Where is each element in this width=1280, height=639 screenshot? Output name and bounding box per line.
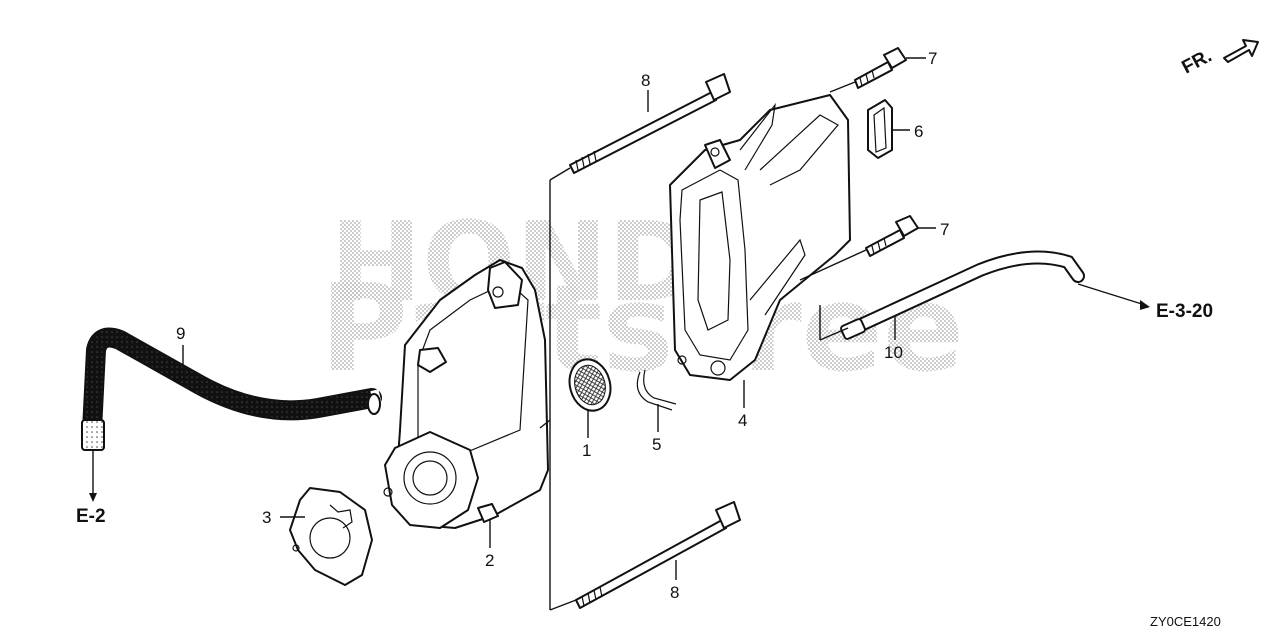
callout-7-upper: 7	[928, 49, 937, 68]
leader-lines	[182, 57, 1150, 611]
air-filter-element-1	[568, 358, 612, 412]
gasket-3	[289, 487, 373, 586]
front-direction-marker: FR.	[1178, 39, 1259, 79]
long-bolt-8-lower	[575, 501, 741, 609]
clip-5	[636, 369, 677, 411]
breather-tube-10	[840, 250, 1085, 340]
diagram-code: ZY0CE1420	[1150, 614, 1221, 629]
bolt-7-lower	[865, 215, 919, 257]
seal-6	[867, 99, 893, 159]
front-label: FR.	[1178, 46, 1215, 79]
callout-10: 10	[884, 343, 903, 362]
callout-3: 3	[262, 508, 271, 527]
ref-e2[interactable]: E-2	[76, 506, 106, 527]
callout-7-lower: 7	[940, 220, 949, 239]
bolt-7-upper	[854, 47, 907, 89]
callout-4: 4	[738, 411, 747, 430]
callout-8-lower: 8	[670, 583, 679, 602]
callout-5: 5	[652, 435, 661, 454]
air-cleaner-cover-4	[669, 94, 851, 381]
callout-1: 1	[582, 441, 591, 460]
callout-8-upper: 8	[641, 71, 650, 90]
ref-e3-20[interactable]: E-3-20	[1156, 301, 1213, 322]
air-cleaner-case-2	[383, 259, 549, 529]
long-bolt-8-upper	[569, 73, 731, 174]
front-arrow-icon	[1223, 39, 1259, 63]
callout-9: 9	[176, 324, 185, 343]
callout-6: 6	[914, 122, 923, 141]
callouts: 8 7 6 7 10 4 5 1 2 3 9 8	[176, 49, 949, 602]
breather-tube-9	[81, 327, 382, 502]
callout-2: 2	[485, 551, 494, 570]
